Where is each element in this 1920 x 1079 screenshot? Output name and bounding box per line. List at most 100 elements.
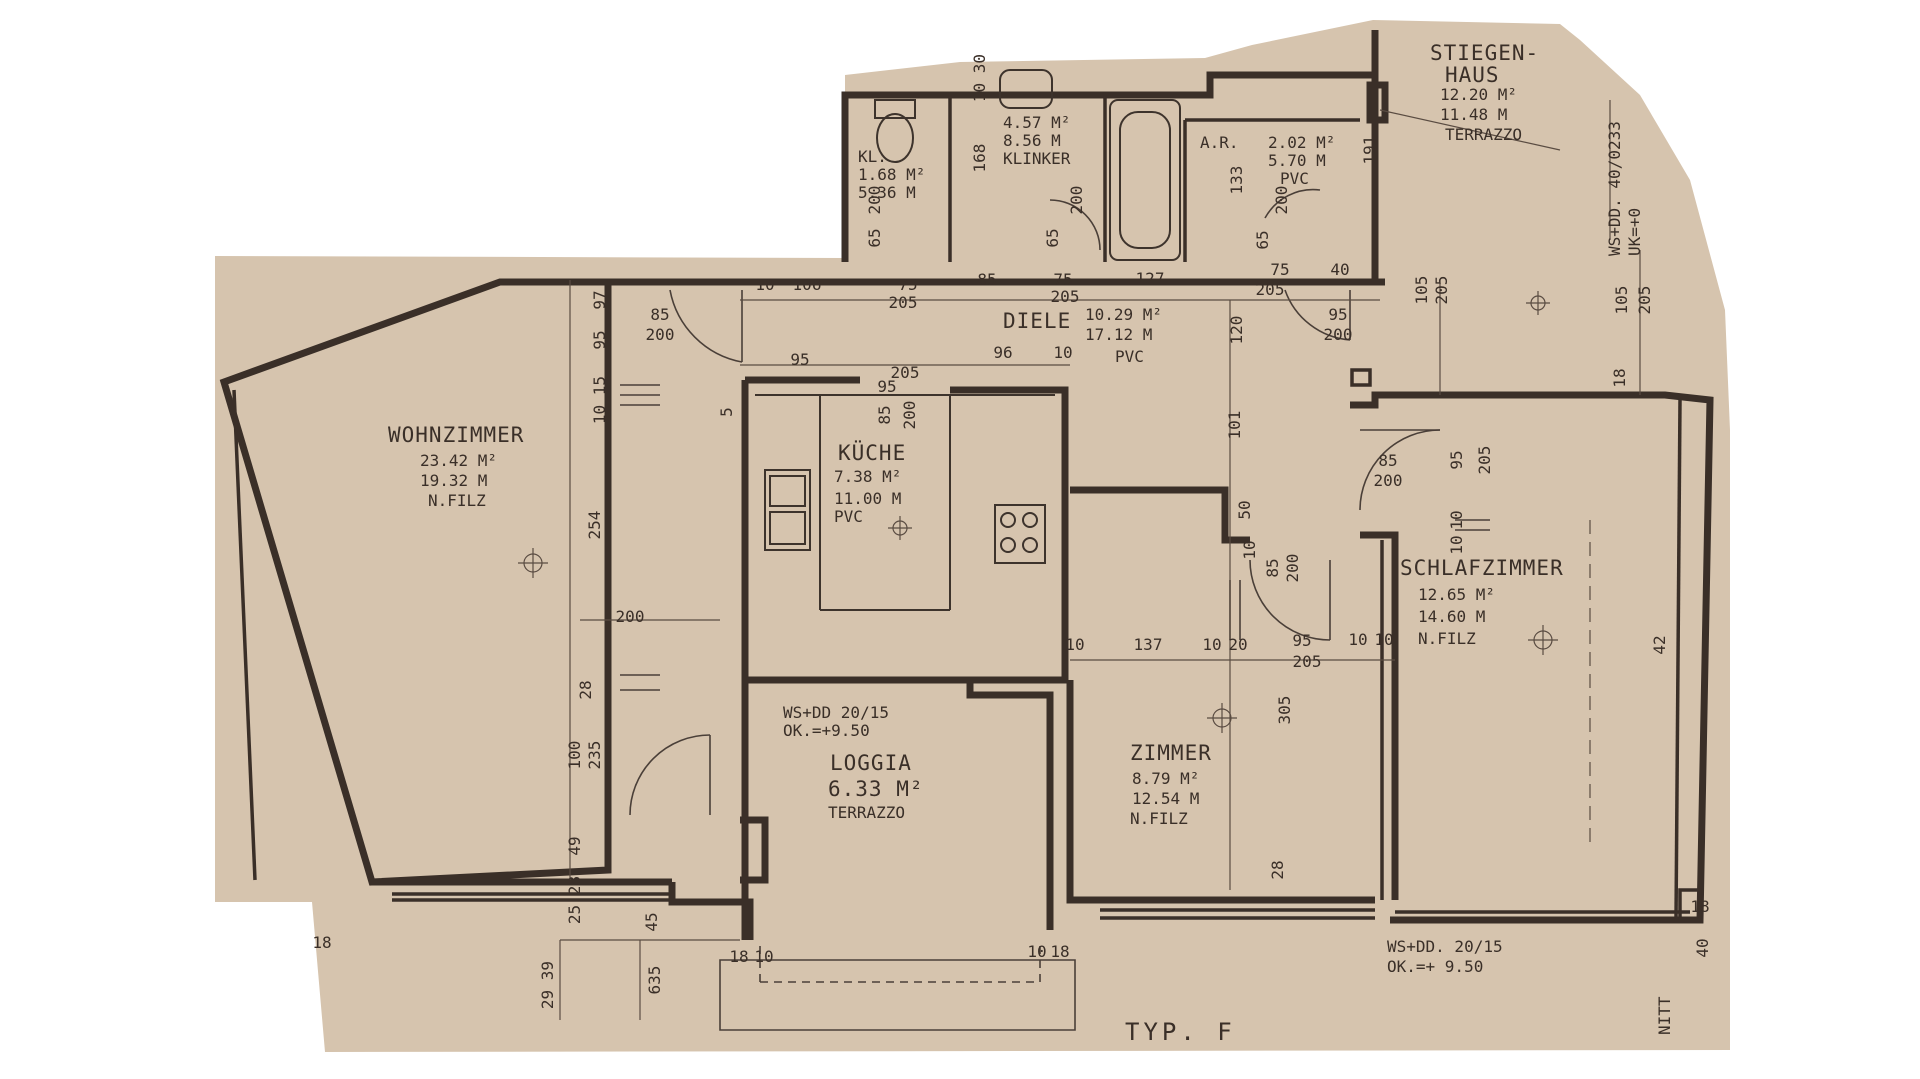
room-floor: N.FILZ — [1130, 809, 1188, 828]
room-floor: KLINKER — [1003, 149, 1071, 168]
dimension-label: 200 — [900, 401, 919, 430]
dimension-label: 45 — [642, 912, 661, 931]
dimension-label: 10 — [1202, 635, 1221, 654]
room-area: 7.38 M² — [834, 467, 901, 486]
dimension-label: 205 — [1475, 446, 1494, 475]
dimension-label: 205 — [889, 293, 918, 312]
room-area: 1.68 M² — [858, 165, 925, 184]
dimension-label: 75 — [1270, 260, 1289, 279]
dimension-label: 10 — [1027, 942, 1046, 961]
room-perimeter: 12.54 M — [1132, 789, 1199, 808]
dimension-label: 200 — [1324, 325, 1353, 344]
dimension-label: 40 — [1693, 938, 1712, 957]
bathtub-icon — [1109, 99, 1181, 261]
dimension-label: 10 — [1240, 540, 1259, 559]
dimension-label: 168 — [970, 144, 989, 173]
dimension-label: 200 — [1272, 186, 1291, 215]
dimension-label: 10 — [1348, 630, 1367, 649]
dimension-label: 50 — [1235, 500, 1254, 519]
dimension-label: 18 — [1050, 942, 1069, 961]
dimension-label: 97 — [590, 290, 609, 309]
room-name-2: HAUS — [1445, 63, 1500, 87]
dimension-label: 95 — [1447, 450, 1466, 469]
dimension-label: 65 — [1253, 230, 1272, 249]
dimension-label: 205 — [891, 363, 920, 382]
doors — [629, 188, 1441, 816]
room-floor: TERRAZZO — [828, 803, 905, 822]
kitchen-sink-icon — [764, 469, 811, 551]
dimension-label: 95 — [1328, 305, 1347, 324]
walls — [219, 30, 1714, 940]
dimension-label: 18 — [1610, 368, 1629, 387]
window-note-loggia: WS+DD 20/15 — [783, 703, 889, 722]
dimension-label: 106 — [793, 275, 822, 294]
dimension-label: 95 — [590, 330, 609, 349]
room-perimeter: 5.36 M — [858, 183, 916, 202]
room-name: ZIMMER — [1130, 741, 1212, 765]
window-note-stiegenhaus: WS+DD. 40/0233 — [1605, 121, 1624, 256]
room-perimeter: 8.56 M — [1003, 131, 1061, 150]
room-floor: PVC — [834, 507, 863, 526]
dimension-label: 191 — [1360, 136, 1379, 165]
dimension-label: 100 — [565, 741, 584, 770]
room-zimmer: ZIMMER 8.79 M² 12.54 M N.FILZ — [1130, 741, 1212, 828]
dimension-label: 10 — [1447, 510, 1466, 529]
room-perimeter: 14.60 M — [1418, 607, 1485, 626]
room-area: 12.65 M² — [1418, 585, 1495, 604]
dimension-label: 120 — [1227, 316, 1246, 345]
room-name: WOHNZIMMER — [388, 423, 524, 447]
room-name: KÜCHE — [838, 440, 906, 465]
room-perimeter: 11.48 M — [1440, 105, 1507, 124]
dimension-label: 10 15 — [590, 376, 609, 424]
height-note-loggia: OK.=+9.50 — [783, 721, 870, 740]
room-kueche: KÜCHE 7.38 M² 11.00 M PVC — [834, 440, 906, 526]
dimension-label: 85 — [875, 405, 894, 424]
dimension-label: 75 — [1053, 270, 1072, 289]
room-area: 23.42 M² — [420, 451, 497, 470]
dimension-label: 25 28 — [565, 876, 584, 924]
wall-loggia — [741, 680, 1054, 940]
dimension-label: 95 — [790, 350, 809, 369]
room-area: 12.20 M² — [1440, 85, 1517, 104]
dimension-label: 205 — [1635, 286, 1654, 315]
room-name: A.R. — [1200, 133, 1239, 152]
room-perimeter: 5.70 M — [1268, 151, 1326, 170]
dimension-label: 200 — [1283, 554, 1302, 583]
dimension-label: 254 — [585, 511, 604, 540]
dimension-label: 200 — [865, 186, 884, 215]
room-name: SCHLAFZIMMER — [1400, 556, 1564, 580]
dimension-label: 18 — [1690, 897, 1709, 916]
stove-icon — [994, 504, 1046, 564]
window-note-schlafzimmer: WS+DD. 20/15 — [1387, 937, 1503, 956]
loggia-balcony — [719, 940, 1076, 1031]
room-area: 2.02 M² — [1268, 133, 1335, 152]
dimension-label: 10 — [755, 275, 774, 294]
dimension-label: 10 30 — [970, 54, 989, 102]
room-loggia: LOGGIA 6.33 M² TERRAZZO — [828, 751, 924, 822]
room-floor: N.FILZ — [1418, 629, 1476, 648]
dimension-label: 29 39 — [538, 961, 557, 1009]
dimension-label: 42 — [1650, 635, 1669, 654]
dimension-label: 105 — [1612, 286, 1631, 315]
dimension-label: 85 — [977, 270, 996, 289]
plan-notes: WS+DD 20/15 OK.=+9.50 WS+DD. 20/15 OK.=+… — [783, 121, 1674, 1046]
dimension-label: 635 — [645, 966, 664, 995]
room-area: 10.29 M² — [1085, 305, 1162, 324]
dimension-label: 200 — [1374, 471, 1403, 490]
room-area: 6.33 M² — [828, 777, 924, 801]
dimension-label: 28 — [576, 680, 595, 699]
room-perimeter: 17.12 M — [1085, 325, 1152, 344]
dimension-label: 137 — [1134, 635, 1163, 654]
room-name: KL. — [858, 147, 887, 166]
ceiling-light-markers — [518, 291, 1558, 733]
section-label: NITT — [1655, 996, 1674, 1035]
dimension-label: 96 — [993, 343, 1012, 362]
room-schlafzimmer: SCHLAFZIMMER 12.65 M² 14.60 M N.FILZ — [1400, 556, 1564, 648]
room-wohnzimmer: WOHNZIMMER 23.42 M² 19.32 M N.FILZ — [388, 423, 524, 510]
room-stiegenhaus: STIEGEN- HAUS 12.20 M² 11.48 M TERRAZZO — [1430, 41, 1538, 144]
dimension-label: 133 — [1227, 166, 1246, 195]
dimension-label: 28 — [1268, 860, 1287, 879]
dimension-label: 235 — [585, 741, 604, 770]
